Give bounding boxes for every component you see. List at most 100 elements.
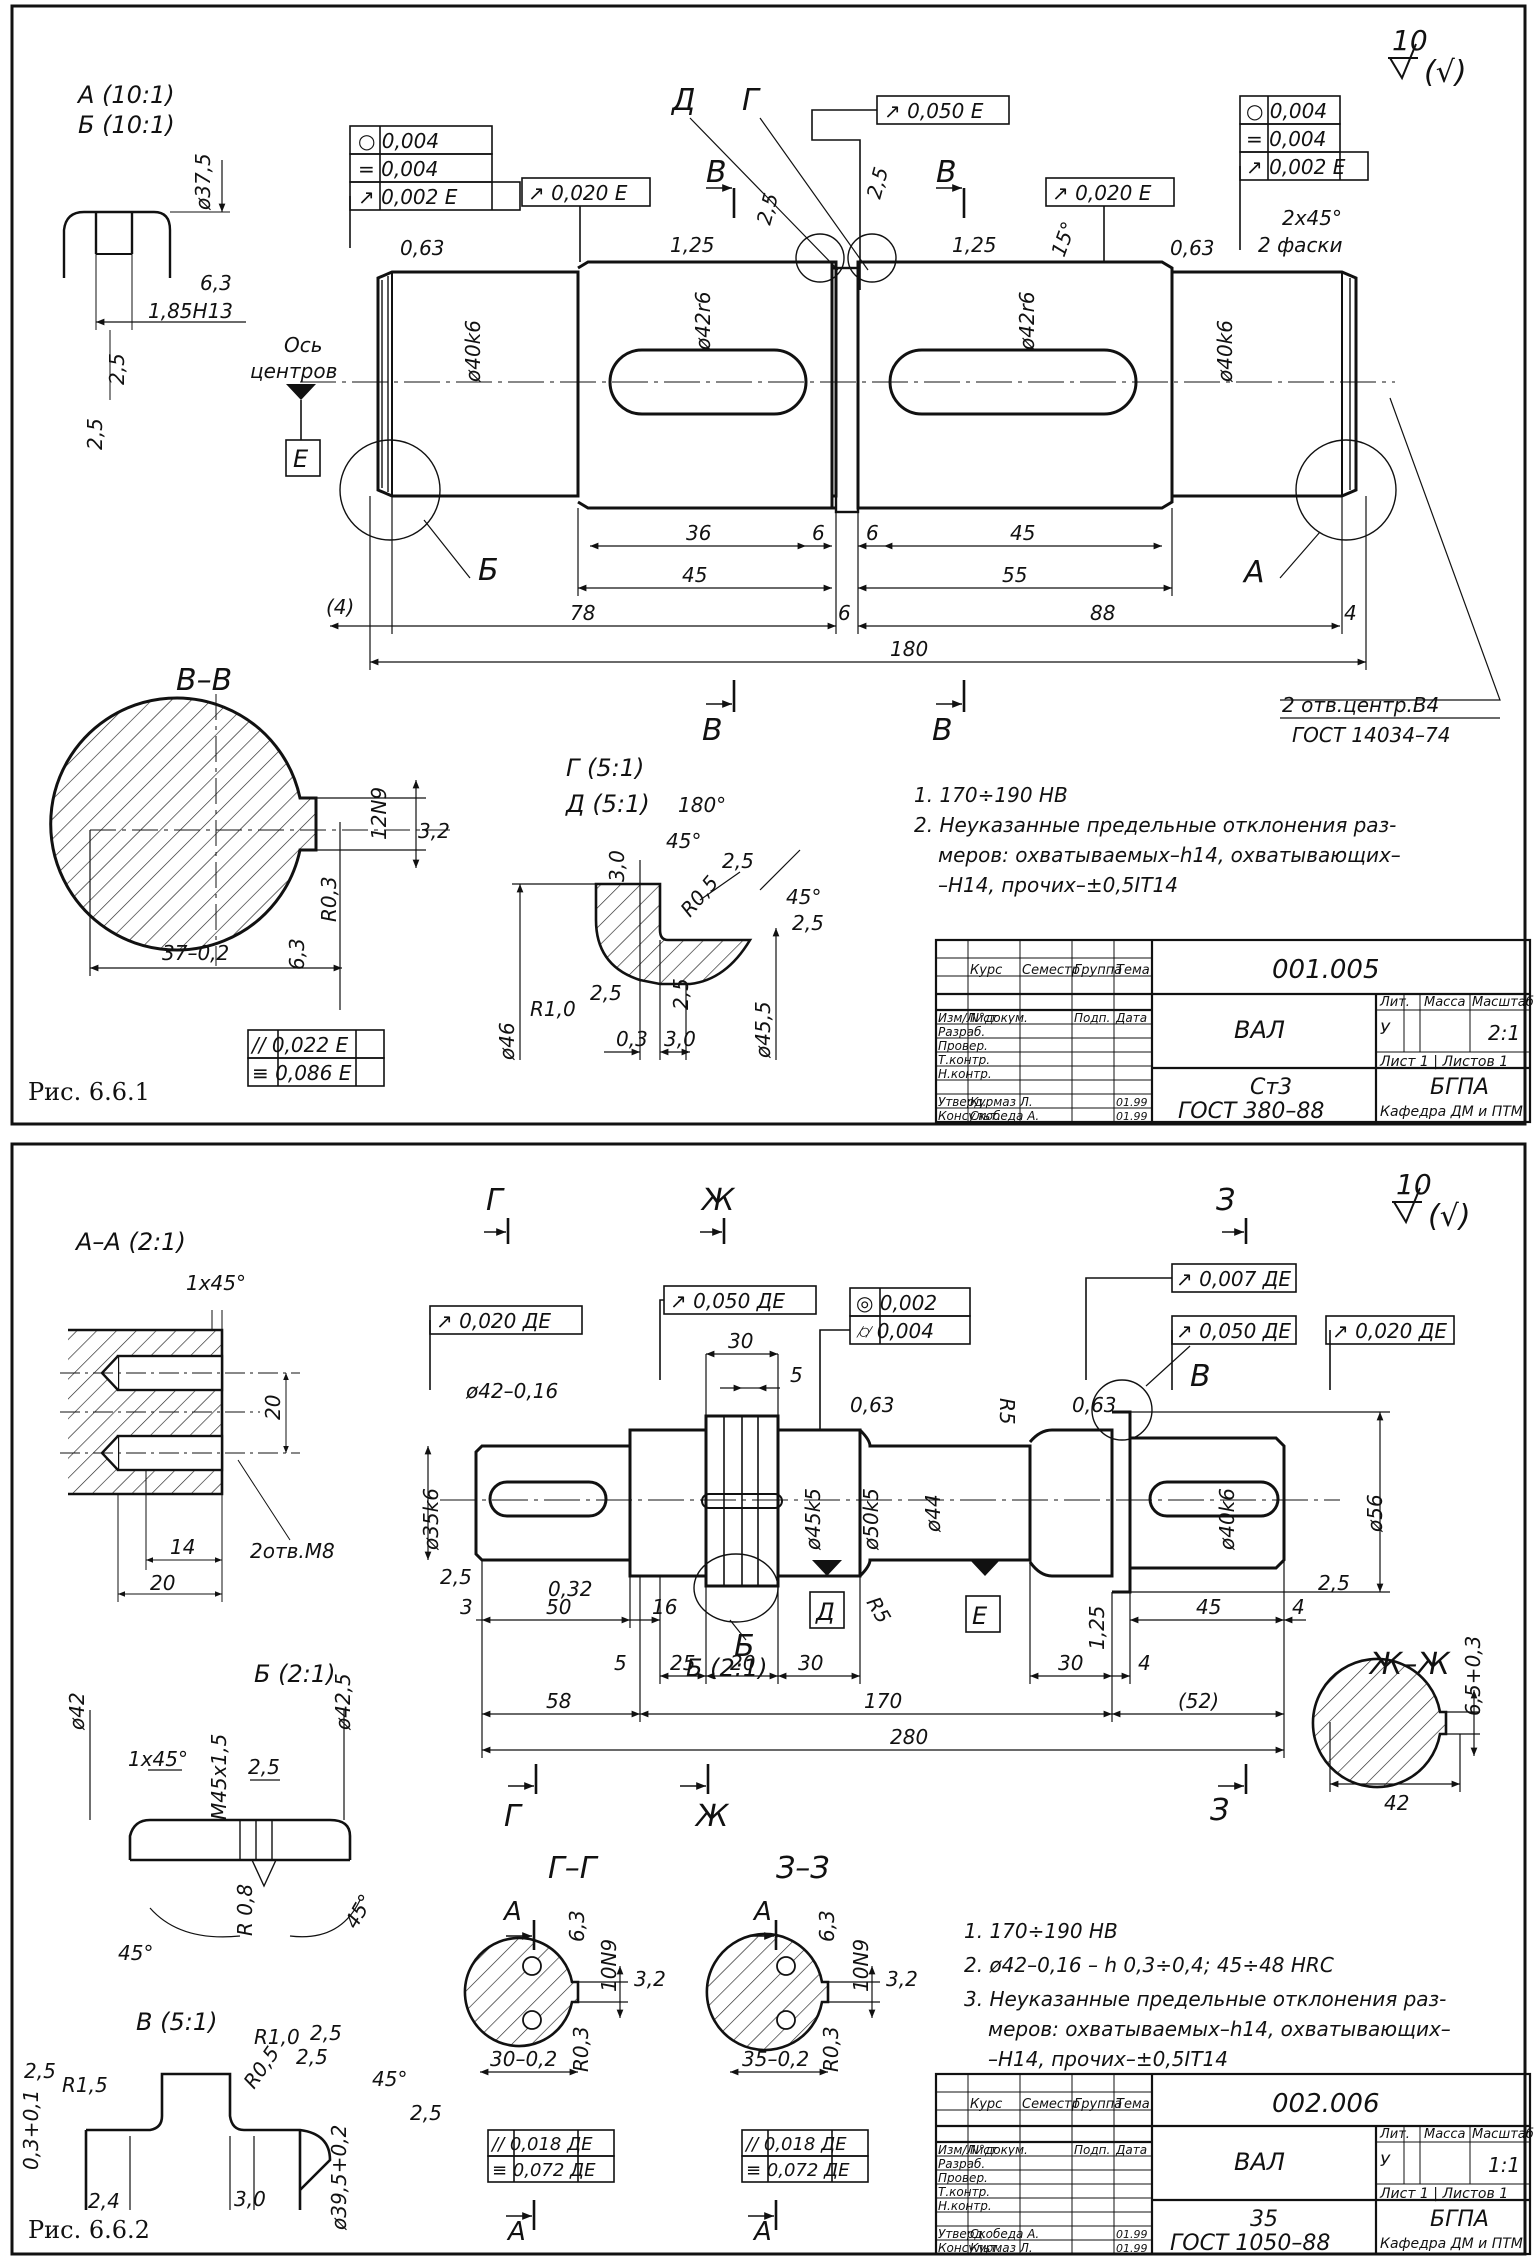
- svg-text:Группа: Группа: [1074, 2097, 1122, 2112]
- title-block-2: Курс Семестр Группа Тема Изм/Лист N°доку…: [934, 2072, 1534, 2256]
- sheet-1-frame: [10, 4, 1527, 1126]
- svg-text:58: 58: [546, 1689, 571, 1713]
- svg-text:50: 50: [546, 1595, 571, 1619]
- svg-text:30: 30: [1058, 1651, 1083, 1675]
- svg-text:30–0,2: 30–0,2: [490, 2047, 557, 2071]
- svg-text:ø42: ø42: [65, 1692, 89, 1731]
- svg-text:2,5: 2,5: [669, 978, 693, 1010]
- svg-text:ø42,5: ø42,5: [331, 1673, 355, 1731]
- svg-text:Курс: Курс: [970, 2097, 1002, 2112]
- svg-text:ø42r6: ø42r6: [1015, 291, 1039, 351]
- svg-text:3,2: 3,2: [418, 819, 450, 843]
- datum-e-box-2: [965, 1595, 1001, 1633]
- svg-text:центров: центров: [250, 359, 337, 383]
- svg-text:ø42r6: ø42r6: [691, 291, 715, 351]
- svg-text:10: 10: [1396, 1168, 1432, 1201]
- svg-text:2,5: 2,5: [440, 1565, 472, 1589]
- svg-text:Г: Г: [486, 1183, 505, 1218]
- svg-text:R1,5: R1,5: [62, 2073, 108, 2097]
- svg-text:280: 280: [890, 1725, 928, 1749]
- detail-a-sketch: [62, 160, 246, 400]
- svg-text:ГОСТ 380–88: ГОСТ 380–88: [1178, 1099, 1324, 1124]
- svg-text:10N9: 10N9: [597, 1939, 621, 1992]
- svg-text:6: 6: [812, 521, 825, 545]
- svg-text:= 0,004: = 0,004: [358, 157, 438, 181]
- title-block-1: Курс Семестр Группа Тема Изм/Лист N°доку…: [934, 938, 1534, 1124]
- svg-text:3,2: 3,2: [634, 1967, 666, 1991]
- svg-text:ГОСТ 1050–88: ГОСТ 1050–88: [1170, 2231, 1330, 2256]
- svg-text:Е: Е: [293, 445, 309, 473]
- svg-text:88: 88: [1090, 601, 1115, 625]
- svg-text:25: 25: [670, 1651, 695, 1675]
- svg-text:Консульт.: Консульт.: [938, 2241, 1001, 2255]
- svg-text:R0,3: R0,3: [317, 876, 341, 922]
- svg-text:Лит.: Лит.: [1379, 2127, 1410, 2142]
- svg-text:У: У: [1380, 2151, 1391, 2170]
- svg-text:Г: Г: [504, 1799, 523, 1834]
- detail-b-label: Б (10:1): [78, 111, 175, 139]
- svg-text:–Н14, прочих–±0,5IT14: –Н14, прочих–±0,5IT14: [938, 873, 1178, 897]
- svg-text:3,0: 3,0: [664, 1027, 696, 1051]
- svg-text:Скобеда А.: Скобеда А.: [970, 1109, 1039, 1123]
- svg-text:N°докум.: N°докум.: [970, 2143, 1028, 2157]
- svg-text:З: З: [1216, 1183, 1235, 1218]
- svg-text:⌭ 0,004: ⌭ 0,004: [856, 1319, 934, 1343]
- svg-text:01.99: 01.99: [1116, 2242, 1148, 2255]
- svg-text:45°: 45°: [118, 1941, 153, 1965]
- svg-text:БГПА: БГПА: [1430, 1075, 1489, 1100]
- section-zz: [705, 1932, 880, 2076]
- svg-text:R0,5: R0,5: [238, 2042, 284, 2093]
- svg-text:Дата: Дата: [1115, 2143, 1147, 2157]
- svg-text:R1,0: R1,0: [254, 2025, 300, 2049]
- svg-text:Лист 1 | Листов 1: Лист 1 | Листов 1: [1379, 1054, 1508, 1070]
- svg-text:Б: Б: [478, 553, 499, 588]
- svg-text:А: А: [1242, 555, 1265, 590]
- svg-text:2,5: 2,5: [296, 2045, 328, 2069]
- svg-text:Семестр: Семестр: [1022, 963, 1080, 978]
- svg-text:20: 20: [150, 1571, 175, 1595]
- tolerance-frame-left: [349, 125, 521, 248]
- svg-text:В (5:1): В (5:1): [136, 2008, 217, 2036]
- svg-text:В: В: [702, 713, 723, 748]
- svg-text:А: А: [502, 1897, 522, 1927]
- shaft-main-view: [300, 233, 1397, 541]
- svg-text:ø56: ø56: [1363, 1494, 1387, 1533]
- svg-text:180°: 180°: [678, 793, 726, 817]
- svg-text:6,3: 6,3: [565, 1910, 589, 1942]
- svg-text:Консульт.: Консульт.: [938, 1109, 1001, 1123]
- svg-text:36: 36: [686, 521, 711, 545]
- svg-text:Разраб.: Разраб.: [938, 1025, 985, 1039]
- svg-text:2,5: 2,5: [105, 353, 129, 385]
- svg-text:2. Неуказанные предельные откл: 2. Неуказанные предельные отклонения раз…: [914, 813, 1396, 837]
- svg-text:0,63: 0,63: [1072, 1393, 1117, 1417]
- svg-text:0,3+0,1: 0,3+0,1: [19, 2090, 43, 2170]
- svg-text:меров: охватываемых–h14, охват: меров: охватываемых–h14, охватывающих–: [988, 2017, 1451, 2041]
- svg-text:180: 180: [890, 637, 928, 661]
- svg-text:R5: R5: [862, 1593, 896, 1628]
- svg-text:1x45°: 1x45°: [186, 1271, 246, 1295]
- runout-frame-left: ↗ 0,020 Е: [528, 181, 628, 205]
- svg-text:меров: охватываемых–h14, охват: меров: охватываемых–h14, охватывающих–: [938, 843, 1401, 867]
- svg-text:Скобеда А.: Скобеда А.: [970, 2227, 1039, 2241]
- svg-text:Д: Д: [815, 1598, 835, 1626]
- svg-text:2:1: 2:1: [1488, 1021, 1520, 1045]
- svg-text:1. 170÷190 НВ: 1. 170÷190 НВ: [914, 783, 1068, 807]
- svg-text:↗ 0,002 Е: ↗ 0,002 Е: [1246, 155, 1346, 179]
- svg-text:○ 0,004: ○ 0,004: [358, 129, 439, 153]
- svg-text:ø37,5: ø37,5: [191, 153, 215, 211]
- svg-text:≡ 0,072 ДЕ: ≡ 0,072 ДЕ: [746, 2160, 850, 2181]
- svg-text:10N9: 10N9: [849, 1939, 873, 1992]
- svg-text:(√): (√): [1428, 1199, 1471, 1234]
- svg-text:ø46: ø46: [495, 1022, 519, 1061]
- svg-text:↗ 0,020 ДЕ: ↗ 0,020 ДЕ: [436, 1309, 551, 1333]
- svg-text:Курмаз Л.: Курмаз Л.: [970, 2241, 1033, 2255]
- svg-text:N°докум.: N°докум.: [970, 1011, 1028, 1025]
- svg-text:В: В: [1190, 1359, 1211, 1394]
- svg-text:Б: Б: [734, 1629, 755, 1664]
- svg-text:↗ 0,050 ДЕ: ↗ 0,050 ДЕ: [670, 1289, 785, 1313]
- svg-text:0,63: 0,63: [850, 1393, 895, 1417]
- svg-text:Утверд.: Утверд.: [938, 2227, 987, 2241]
- svg-text:R0,3: R0,3: [819, 2026, 843, 2072]
- svg-text:В: В: [706, 155, 727, 190]
- svg-text:ГОСТ 14034–74: ГОСТ 14034–74: [1292, 723, 1451, 747]
